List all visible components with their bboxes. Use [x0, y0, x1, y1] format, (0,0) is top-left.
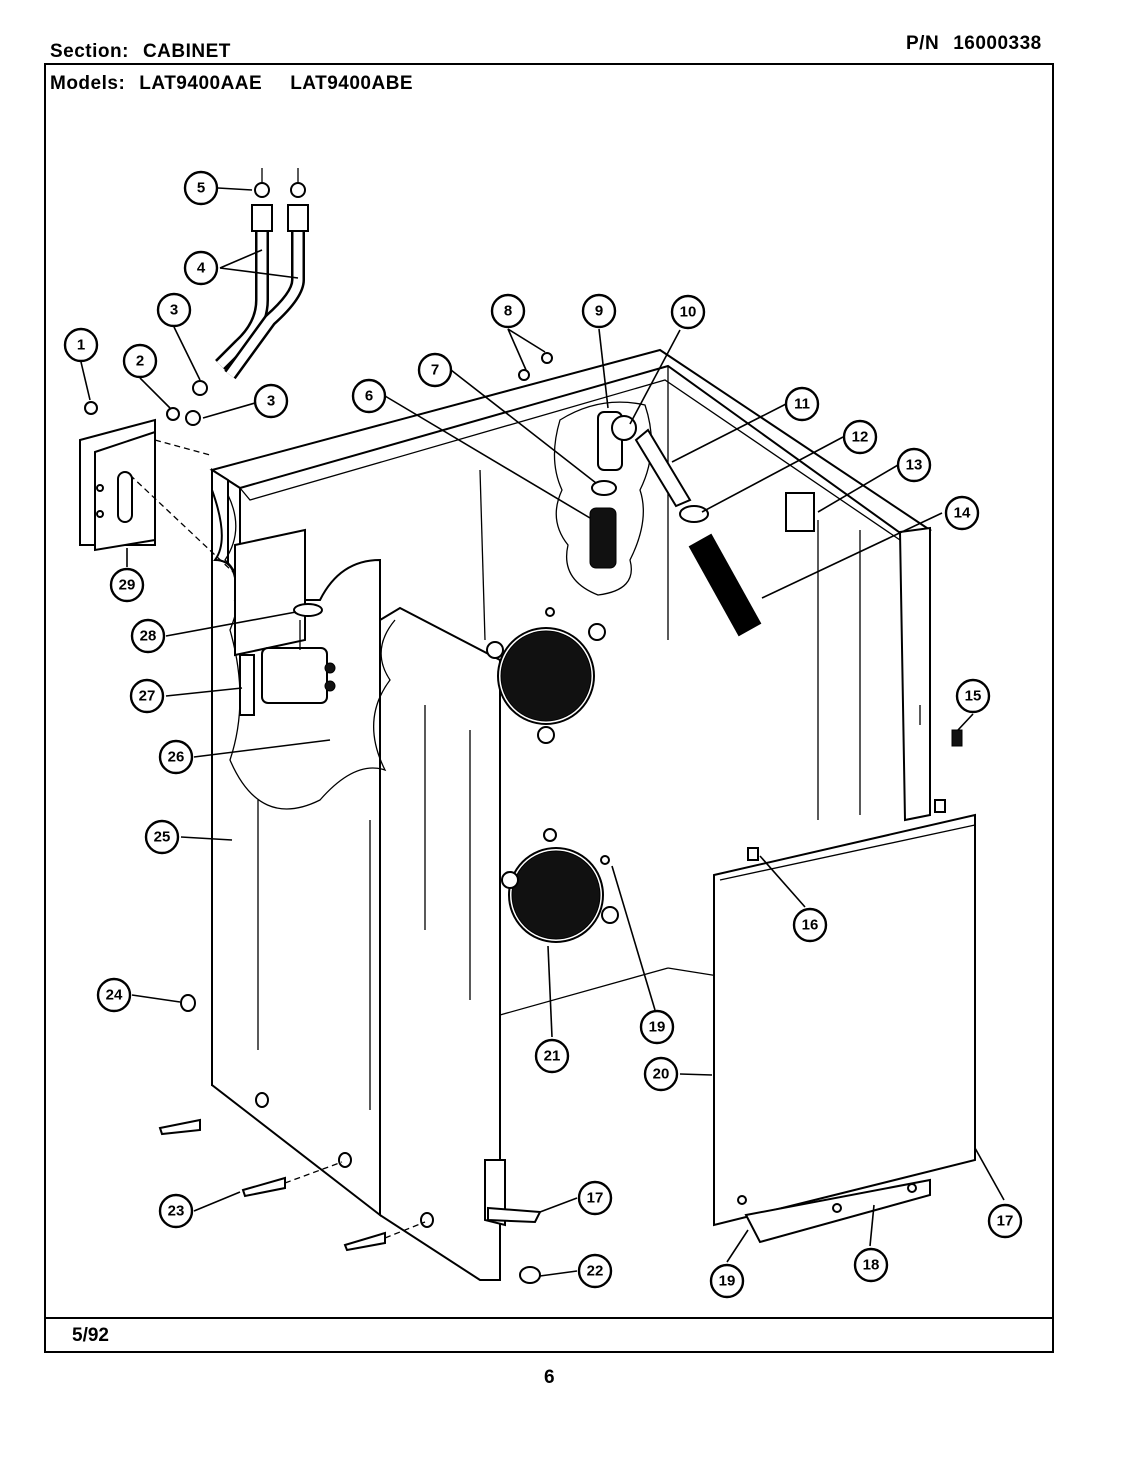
internal-hoses: [518, 352, 963, 747]
callout-number: 11: [794, 396, 810, 413]
callout-number: 13: [906, 457, 923, 474]
callout-number: 3: [267, 393, 275, 410]
callout: 17: [987, 1203, 1023, 1239]
revision-date: 5/92: [72, 1325, 109, 1346]
callout-number: 7: [431, 362, 439, 379]
callout: 8: [490, 293, 526, 329]
callout: 2: [122, 343, 158, 379]
diagram-frame: [44, 63, 1054, 1353]
callout-number: 5: [197, 180, 205, 197]
fan-grille-upper: [486, 607, 606, 744]
callout-number: 26: [168, 749, 185, 766]
callout: 19: [709, 1263, 745, 1299]
models-heading: Models: LAT9400AAE LAT9400ABE: [50, 73, 441, 95]
callout-number: 6: [365, 388, 373, 405]
callout-number: 1: [77, 337, 85, 354]
fan-grille-lower: [501, 828, 619, 943]
callout: 29: [109, 567, 145, 603]
section-value: CABINET: [142, 41, 231, 62]
leader-lines: [80, 187, 1005, 1277]
callout: 7: [417, 352, 453, 388]
callout-number: 18: [863, 1257, 880, 1274]
callout: 21: [534, 1038, 570, 1074]
callout: 6: [351, 378, 387, 414]
page-number: 6: [544, 1367, 555, 1388]
callout-number: 8: [504, 303, 512, 320]
callout: 5: [183, 170, 219, 206]
callout-number: 25: [154, 829, 171, 846]
callout: 4: [183, 250, 219, 286]
callout: 23: [158, 1193, 194, 1229]
callout: 11: [784, 386, 820, 422]
callout-number: 4: [197, 260, 206, 277]
callout: 28: [130, 618, 166, 654]
callout-number: 2: [136, 353, 144, 370]
callout-number: 15: [965, 688, 982, 705]
callout-number: 27: [139, 688, 156, 705]
callout-number: 12: [852, 429, 869, 446]
water-valve: [234, 528, 336, 716]
callout-number: 20: [653, 1066, 670, 1083]
mounting-bracket: [79, 418, 301, 636]
callout: 17: [577, 1180, 613, 1216]
callout-number: 29: [119, 577, 136, 594]
callout: 10: [670, 294, 706, 330]
screws: [158, 994, 541, 1284]
callout-number: 21: [544, 1048, 561, 1065]
model-number: LAT9400AAE: [139, 73, 263, 94]
callout-number: 19: [649, 1019, 666, 1036]
callout-number: 9: [595, 303, 603, 320]
callout: 25: [144, 819, 180, 855]
callout: 19: [639, 1009, 675, 1045]
callout-number: 10: [680, 304, 697, 321]
callout-number: 17: [587, 1190, 604, 1207]
callout: 16: [792, 907, 828, 943]
callout-number: 24: [106, 987, 123, 1004]
callout: 22: [577, 1253, 613, 1289]
callout: 24: [96, 977, 132, 1013]
callout-number: 16: [802, 917, 819, 934]
callout-number: 19: [719, 1273, 736, 1290]
callout: 27: [129, 678, 165, 714]
callout-number: 28: [140, 628, 157, 645]
callout-number: 22: [587, 1263, 604, 1280]
callout-number: 23: [168, 1203, 185, 1220]
model-number: LAT9400ABE: [290, 73, 414, 94]
callout-number: 17: [997, 1213, 1014, 1230]
callout: 18: [853, 1247, 889, 1283]
callout-number: 3: [170, 302, 178, 319]
callout: 26: [158, 739, 194, 775]
callout: 13: [896, 447, 932, 483]
section-label: Section:: [50, 41, 129, 62]
callout: 20: [643, 1056, 679, 1092]
section-heading: Section: CABINET: [50, 41, 231, 63]
callout-number: 14: [954, 505, 971, 522]
callout: 3: [253, 383, 289, 419]
callout: 9: [581, 293, 617, 329]
models-label: Models:: [50, 73, 126, 94]
callout: 15: [955, 678, 991, 714]
pn-value: 16000338: [953, 33, 1042, 54]
callout: 12: [842, 419, 878, 455]
callout: 1: [63, 327, 99, 363]
callout: 3: [156, 292, 192, 328]
part-number: P/N 16000338: [906, 33, 1042, 55]
callout: 14: [944, 495, 980, 531]
access-panel: [713, 799, 976, 1244]
inlet-hoses: [84, 168, 309, 426]
pn-label: P/N: [906, 33, 940, 54]
